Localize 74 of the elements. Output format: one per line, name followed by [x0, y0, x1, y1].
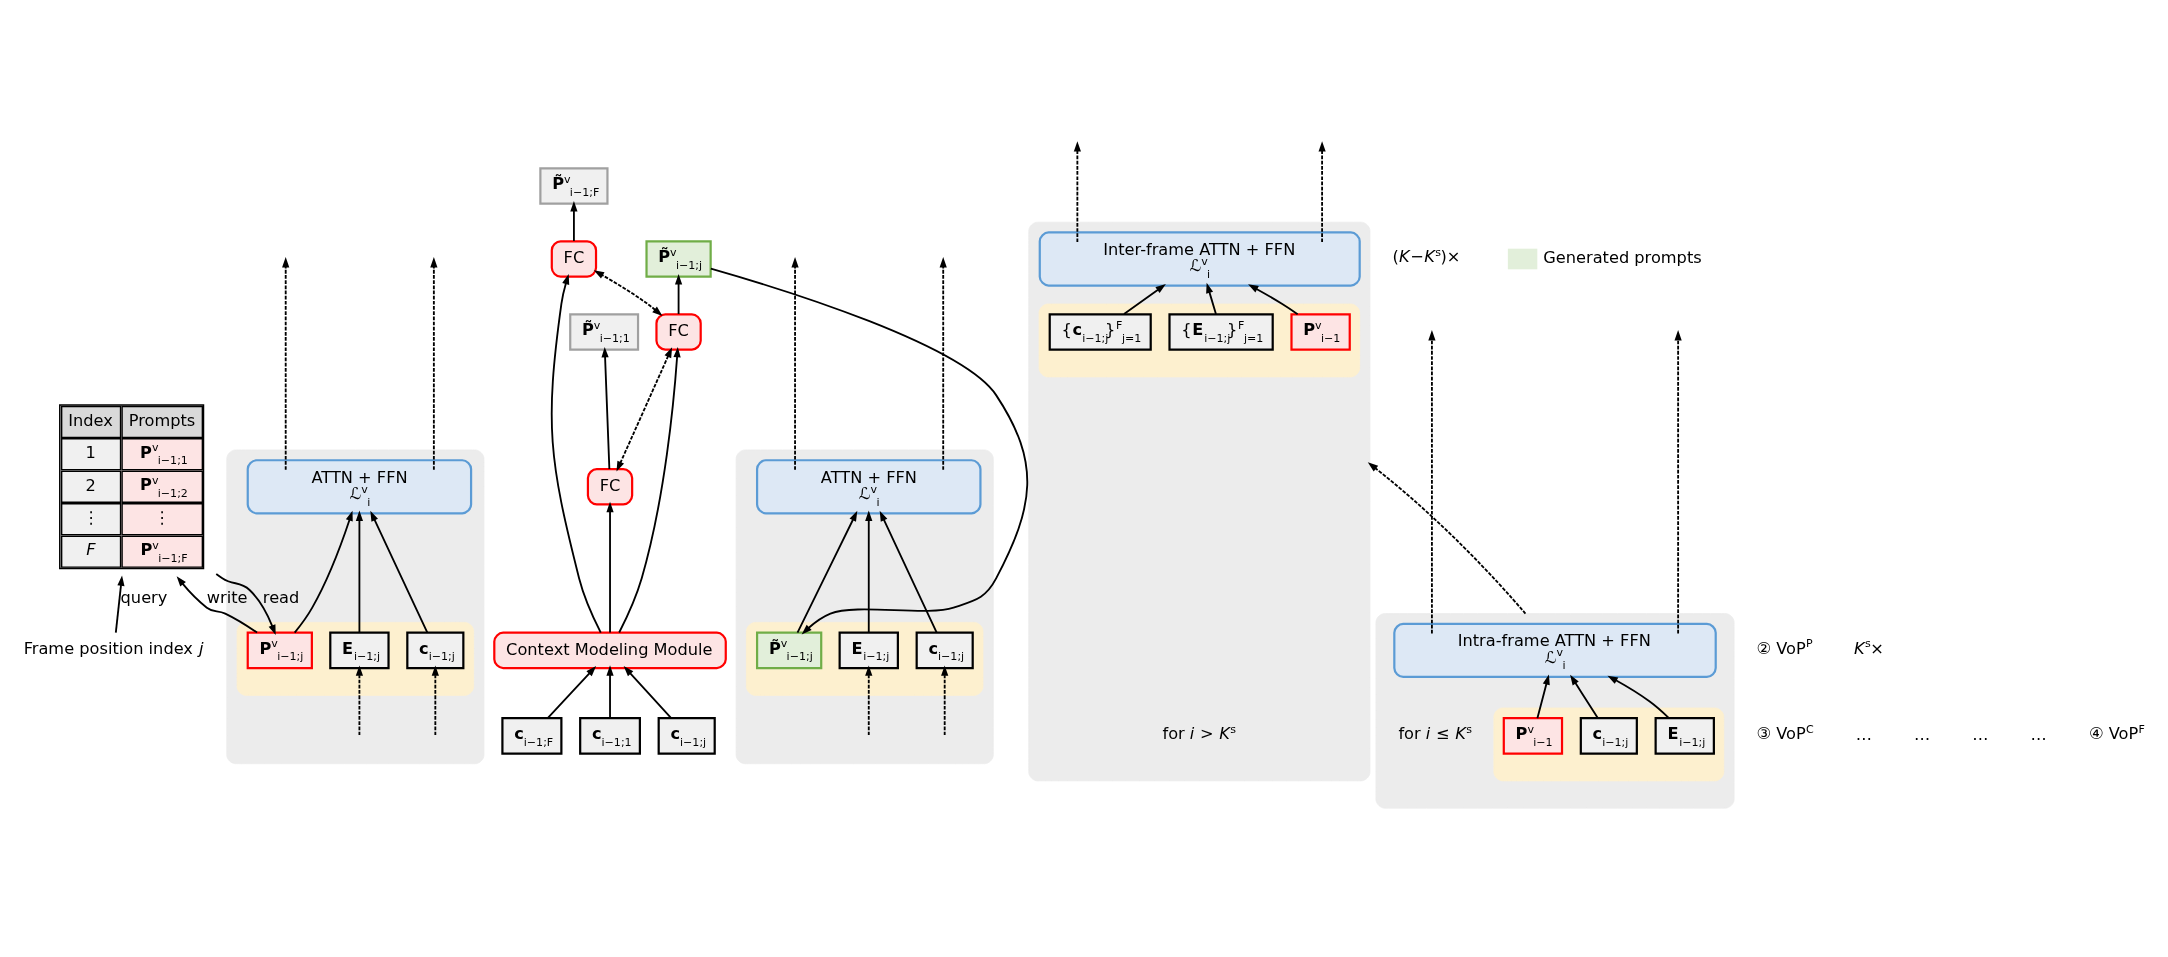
label: … — [2030, 725, 2047, 745]
label: (K−K$^{s}$)× — [1392, 245, 1461, 267]
node-box: c$_{i−1;j}$ — [657, 717, 716, 755]
edge-label: write — [206, 587, 248, 607]
arrow — [1367, 462, 1527, 615]
arrow — [1123, 284, 1166, 316]
legend-label: Generated prompts — [1543, 248, 1702, 268]
arrow — [709, 267, 1029, 635]
arrow — [618, 346, 681, 634]
label: ④ VoP$^{F}$ — [2089, 722, 2145, 744]
label: K$^{s}$× — [1853, 637, 1884, 658]
cluster — [1038, 303, 1361, 378]
node-box: Context Modeling Module — [493, 631, 727, 670]
label: … — [1972, 725, 1989, 745]
arrow — [1248, 284, 1299, 316]
arrow — [1428, 330, 1436, 635]
label: ② VoP$^{P}$ — [1756, 637, 1813, 658]
arrow — [865, 665, 873, 737]
arrow — [570, 201, 578, 242]
node-box: c$_{i−1;1}$ — [579, 717, 641, 755]
arrow — [546, 666, 597, 720]
arrow — [1536, 674, 1550, 720]
arrow — [215, 573, 276, 636]
node-label: for i > K$^{s}$ — [1162, 722, 1237, 744]
cluster — [735, 449, 994, 765]
arrow — [430, 257, 438, 471]
node-box: E$_{i−1;j}$ — [838, 631, 899, 670]
label: … — [1914, 725, 1931, 745]
label: … — [1855, 725, 1872, 745]
node-box: c$_{i−1;j}$ — [1579, 717, 1638, 755]
arrow — [865, 510, 873, 634]
arrow — [114, 575, 125, 634]
arrow — [176, 576, 258, 634]
node-box: c$_{i−1;j}$ — [915, 631, 974, 670]
node-text: Frame position index j — [23, 638, 204, 658]
node-label: for i ≤ K$^{s}$ — [1398, 722, 1472, 744]
arrow — [1570, 674, 1599, 720]
arrow — [601, 347, 611, 470]
arrow — [939, 257, 947, 471]
arrow — [293, 510, 353, 634]
arrow — [550, 274, 602, 634]
node-box: E$_{i−1;j}$ — [329, 631, 390, 670]
arrow — [431, 665, 439, 737]
arrow — [879, 510, 938, 634]
arrow — [796, 510, 858, 634]
arrow — [355, 665, 364, 737]
arrow — [370, 510, 429, 634]
node-box: FC — [586, 467, 634, 506]
edge-label: read — [262, 587, 300, 607]
arrow — [1607, 675, 1670, 719]
node-box: FC — [550, 240, 598, 278]
label: ③ VoP$^{C}$ — [1756, 722, 1814, 744]
arrow — [1674, 330, 1682, 635]
arrow — [355, 510, 364, 634]
arrow — [941, 665, 949, 737]
cluster — [1493, 707, 1725, 782]
arrow — [1318, 141, 1326, 243]
node-box: c$_{i−1;F}$ — [501, 717, 563, 755]
node-box: FC — [655, 313, 702, 351]
arrow — [593, 270, 663, 317]
node-box: c$_{i−1;j}$ — [406, 631, 465, 670]
cluster — [1028, 221, 1371, 782]
arrow — [674, 274, 683, 315]
arrow — [616, 347, 673, 472]
arrow — [791, 257, 799, 471]
cluster — [1375, 613, 1735, 809]
arrow — [606, 501, 614, 634]
edge-label: query — [120, 587, 168, 607]
arrow — [623, 666, 673, 720]
arrow — [1073, 141, 1081, 243]
arrow — [1206, 282, 1217, 315]
arrow — [606, 665, 614, 720]
node-box: E$_{i−1;j}$ — [1654, 717, 1715, 755]
arrow — [282, 257, 290, 471]
